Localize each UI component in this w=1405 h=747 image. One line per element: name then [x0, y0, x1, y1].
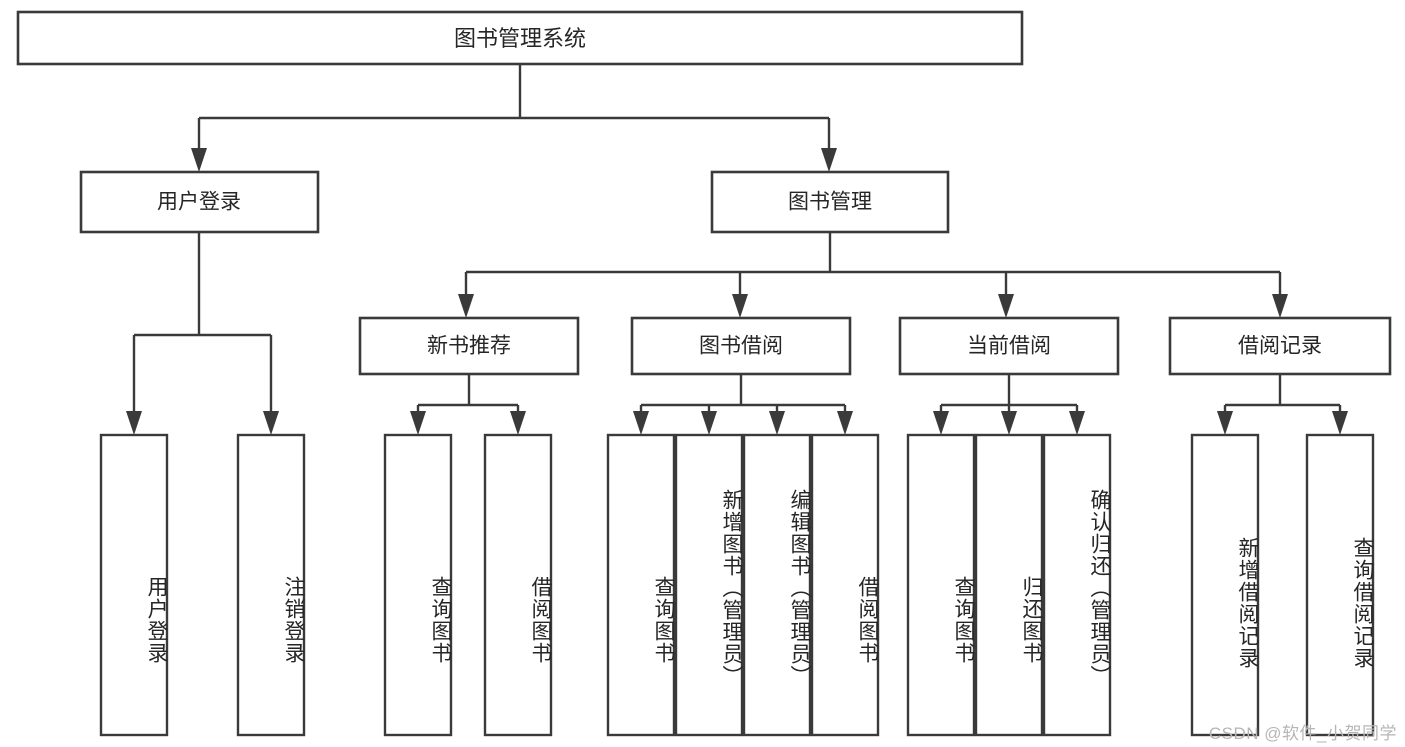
node-user-login-box — [79, 170, 320, 234]
leaf-box-query-book-3[interactable] — [906, 433, 976, 737]
arrow-head-icon — [821, 148, 837, 172]
node-user-login-label: 用户登录 — [157, 191, 241, 214]
leaf-box-query-book-2[interactable] — [606, 433, 676, 737]
connector-book-manage-to-level2 — [458, 232, 1288, 318]
node-current-borrow-label: 当前借阅 — [967, 335, 1051, 358]
arrow-head-icon — [126, 411, 142, 435]
node-book-borrow[interactable]: 图书借阅 — [630, 316, 852, 376]
arrow-head-icon — [410, 411, 426, 435]
node-borrow-record-label: 借阅记录 — [1238, 335, 1322, 358]
arrow-head-icon — [263, 411, 279, 435]
leaf-box-borrow-book-2[interactable] — [810, 433, 880, 737]
arrow-head-icon — [191, 148, 207, 172]
node-current-borrow[interactable]: 当前借阅 — [898, 316, 1120, 376]
arrow-head-icon — [837, 411, 853, 435]
node-root-label: 图书管理系统 — [454, 26, 586, 51]
arrow-head-icon — [933, 411, 949, 435]
leaf-box-return-book[interactable] — [974, 433, 1044, 737]
node-new-book-rec[interactable]: 新书推荐 — [358, 316, 580, 376]
leaf-box-add-book-admin[interactable] — [674, 433, 744, 737]
leaf-box-add-borrow-record[interactable] — [1190, 433, 1260, 737]
leaf-box-logout[interactable] — [236, 433, 306, 737]
leaf-box-borrow-book-1[interactable] — [483, 433, 553, 737]
leaf-box-confirm-return-admin[interactable] — [1042, 433, 1112, 737]
connector-root-to-level1 — [191, 64, 837, 172]
node-root[interactable]: 图书管理系统 — [16, 10, 1024, 66]
leaf-box-edit-book-admin[interactable] — [742, 433, 812, 737]
node-new-book-rec-label: 新书推荐 — [427, 335, 511, 358]
arrow-head-icon — [701, 411, 717, 435]
node-user-login[interactable]: 用户登录 — [79, 170, 320, 234]
arrow-head-icon — [1001, 411, 1017, 435]
leaf-box-user-login[interactable] — [99, 433, 169, 737]
leaf-box-query-borrow-record[interactable] — [1305, 433, 1375, 737]
arrow-head-icon — [1069, 411, 1085, 435]
arrow-head-icon — [998, 294, 1014, 318]
leaf-node-boxes — [99, 433, 1375, 737]
arrow-head-icon — [1272, 294, 1288, 318]
arrow-head-icon — [633, 411, 649, 435]
arrow-head-icon — [1332, 411, 1348, 435]
node-book-manage[interactable]: 图书管理 — [710, 170, 950, 234]
connector-borrow-record-to-leaves — [1217, 374, 1348, 435]
arrow-head-icon — [458, 294, 474, 318]
node-new-book-rec-box — [358, 316, 580, 376]
arrow-head-icon — [769, 411, 785, 435]
watermark-text: CSDN @软件_小贺同学 — [1208, 724, 1397, 743]
node-current-borrow-box — [898, 316, 1120, 376]
arrow-head-icon — [510, 411, 526, 435]
connector-new-book-rec-to-leaves — [410, 374, 526, 435]
connector-current-borrow-to-leaves — [933, 374, 1085, 435]
node-root-box — [16, 10, 1024, 66]
node-book-manage-label: 图书管理 — [788, 191, 872, 214]
node-borrow-record[interactable]: 借阅记录 — [1168, 316, 1392, 376]
arrow-head-icon — [732, 294, 748, 318]
connector-user-login-to-leaves — [126, 232, 279, 435]
arrow-head-icon — [1217, 411, 1233, 435]
node-book-borrow-label: 图书借阅 — [699, 335, 783, 358]
leaf-box-query-book-1[interactable] — [383, 433, 453, 737]
connector-book-borrow-to-leaves — [633, 374, 853, 435]
